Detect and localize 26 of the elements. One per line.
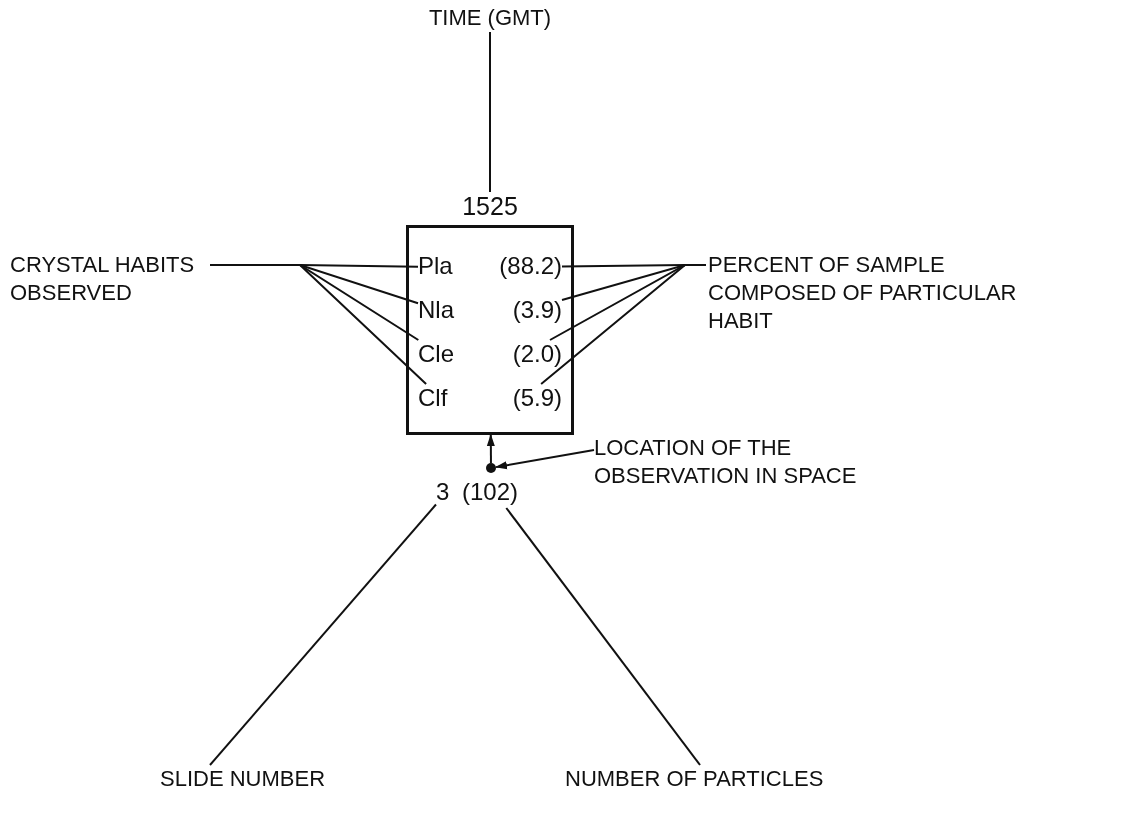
leader-line <box>540 264 707 385</box>
leader-line <box>209 264 428 385</box>
habit-code: Nla <box>418 296 466 326</box>
percent-value: (3.9) <box>484 296 562 326</box>
axis-label: TIME (GMT) <box>420 4 560 32</box>
station-box <box>406 225 574 435</box>
location-dot <box>486 463 496 473</box>
leader-line <box>489 31 491 193</box>
callout-text: PERCENT OF SAMPLE COMPOSED OF PARTICULAR HABIT <box>706 251 1066 339</box>
callout-text: CRYSTAL HABITS OBSERVED <box>10 251 210 309</box>
habit-code: Pla <box>418 252 466 282</box>
habit-code: Cle <box>418 340 466 370</box>
time-value: 1525 <box>450 192 530 222</box>
callout-text: LOCATION OF THE OBSERVATION IN SPACE <box>594 434 894 492</box>
arrow <box>495 449 595 470</box>
callout-text: NUMBER OF PARTICLES <box>565 765 855 795</box>
leader-line <box>505 507 701 766</box>
percent-value: (5.9) <box>484 384 562 414</box>
slide-number: 3 <box>436 478 456 508</box>
particle-count: (102) <box>462 478 528 508</box>
arrow <box>486 434 495 464</box>
percent-value: (2.0) <box>484 340 562 370</box>
habit-code: Clf <box>418 384 466 414</box>
callout-text: SLIDE NUMBER <box>160 765 350 795</box>
percent-value: (88.2) <box>484 252 562 282</box>
leader-line <box>209 503 437 766</box>
